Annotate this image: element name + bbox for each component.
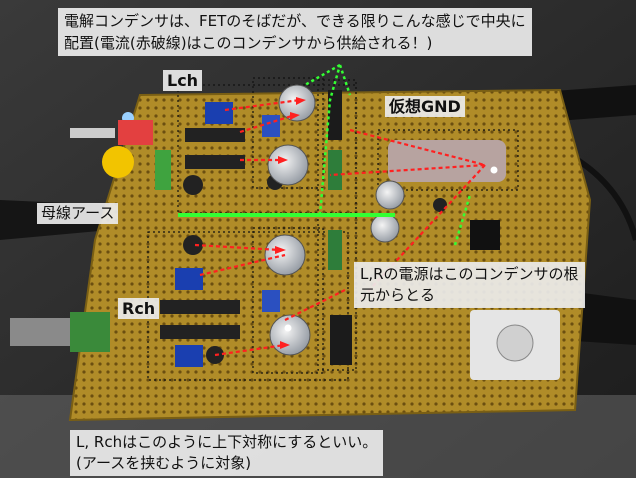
bottom-caption-line2: (アースを挟むように対象) <box>76 454 252 472</box>
lch-label: Lch <box>163 70 203 91</box>
lr-power-line2: 元からとる <box>360 286 436 304</box>
top-caption-line2: 配置(電流(赤破線)はこのコンデンサから供給される！) <box>64 34 433 52</box>
bottom-caption: L, Rchはこのように上下対称にするといい。 (アースを挟むように対象) <box>70 430 384 476</box>
bus-ground-label: 母線アース <box>37 203 119 224</box>
bottom-caption-line1: L, Rchはこのように上下対称にするといい。 <box>76 433 378 451</box>
top-caption-line1: 電解コンデンサは、FETのそばだが、できる限りこんな感じで中央に <box>64 12 526 30</box>
top-caption: 電解コンデンサは、FETのそばだが、できる限りこんな感じで中央に 配置(電流(赤… <box>58 8 532 56</box>
lr-power-line1: L,Rの電源はこのコンデンサの根 <box>360 265 579 283</box>
virtual-gnd-label: 仮想GND <box>385 96 465 117</box>
lr-power-note: L,Rの電源はこのコンデンサの根 元からとる <box>354 262 585 308</box>
rch-label: Rch <box>118 298 160 319</box>
